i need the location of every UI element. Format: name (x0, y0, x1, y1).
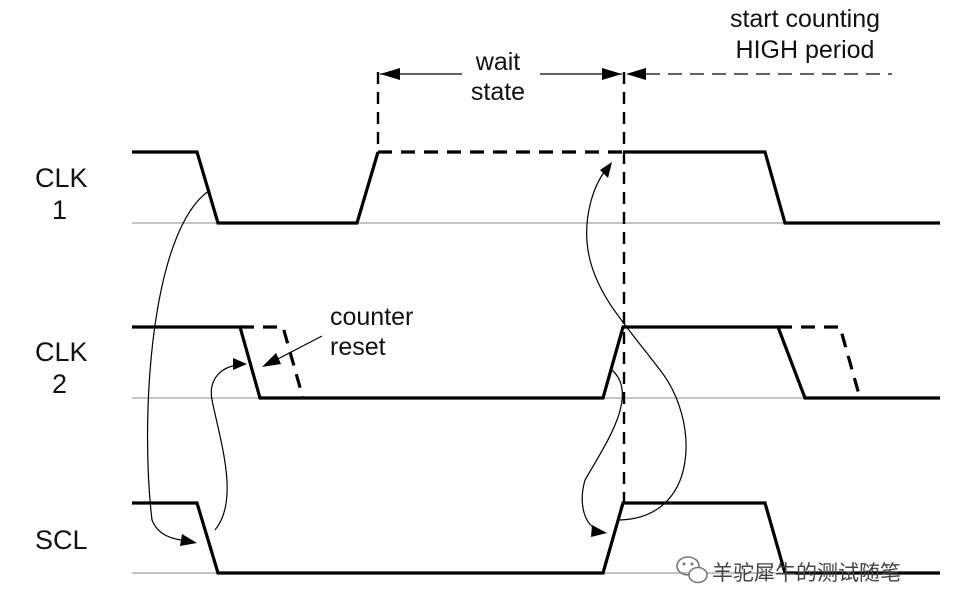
start-arrow (626, 68, 646, 80)
scl-to-clk2-arrowhead (233, 358, 247, 370)
scl-label: SCL (35, 525, 88, 555)
clk1-label: CLK (35, 163, 88, 193)
clk2-label: CLK (35, 337, 88, 367)
start-label-line1: start counting (730, 5, 880, 33)
wait-label-line2: state (471, 78, 525, 106)
counter-reset-pointer (271, 335, 323, 363)
clk2-dashed-pulse-1 (240, 325, 305, 399)
scl-to-clk2-curve (210, 364, 239, 531)
scl-waveform (132, 501, 940, 575)
wait-arrow-right (602, 68, 622, 80)
scl-to-clk1-arrowhead (600, 162, 612, 178)
clk2-index: 2 (52, 369, 67, 399)
wait-arrow-left (380, 68, 400, 80)
clk2-to-scl-arrowhead (591, 525, 607, 537)
clk2-to-scl-curve (581, 369, 624, 531)
clk1-index: 1 (52, 195, 67, 225)
clk2-waveform-a (132, 325, 940, 400)
clk1-waveform-b (623, 150, 940, 225)
wechat-icon (676, 556, 708, 584)
counter-label-line2: reset (330, 333, 386, 361)
scl-to-clk1-curve (586, 167, 687, 521)
clk1-waveform-a (132, 150, 380, 225)
clk1-to-scl-arrowhead (180, 534, 197, 546)
counter-label-line1: counter (330, 303, 413, 331)
clk1-to-scl-curve (146, 189, 211, 542)
watermark-text: 羊驼犀牛的测试随笔 (712, 561, 901, 585)
wait-label-line1: wait (475, 48, 521, 76)
start-label-line2: HIGH period (736, 36, 875, 64)
counter-reset-arrowhead (262, 353, 281, 367)
